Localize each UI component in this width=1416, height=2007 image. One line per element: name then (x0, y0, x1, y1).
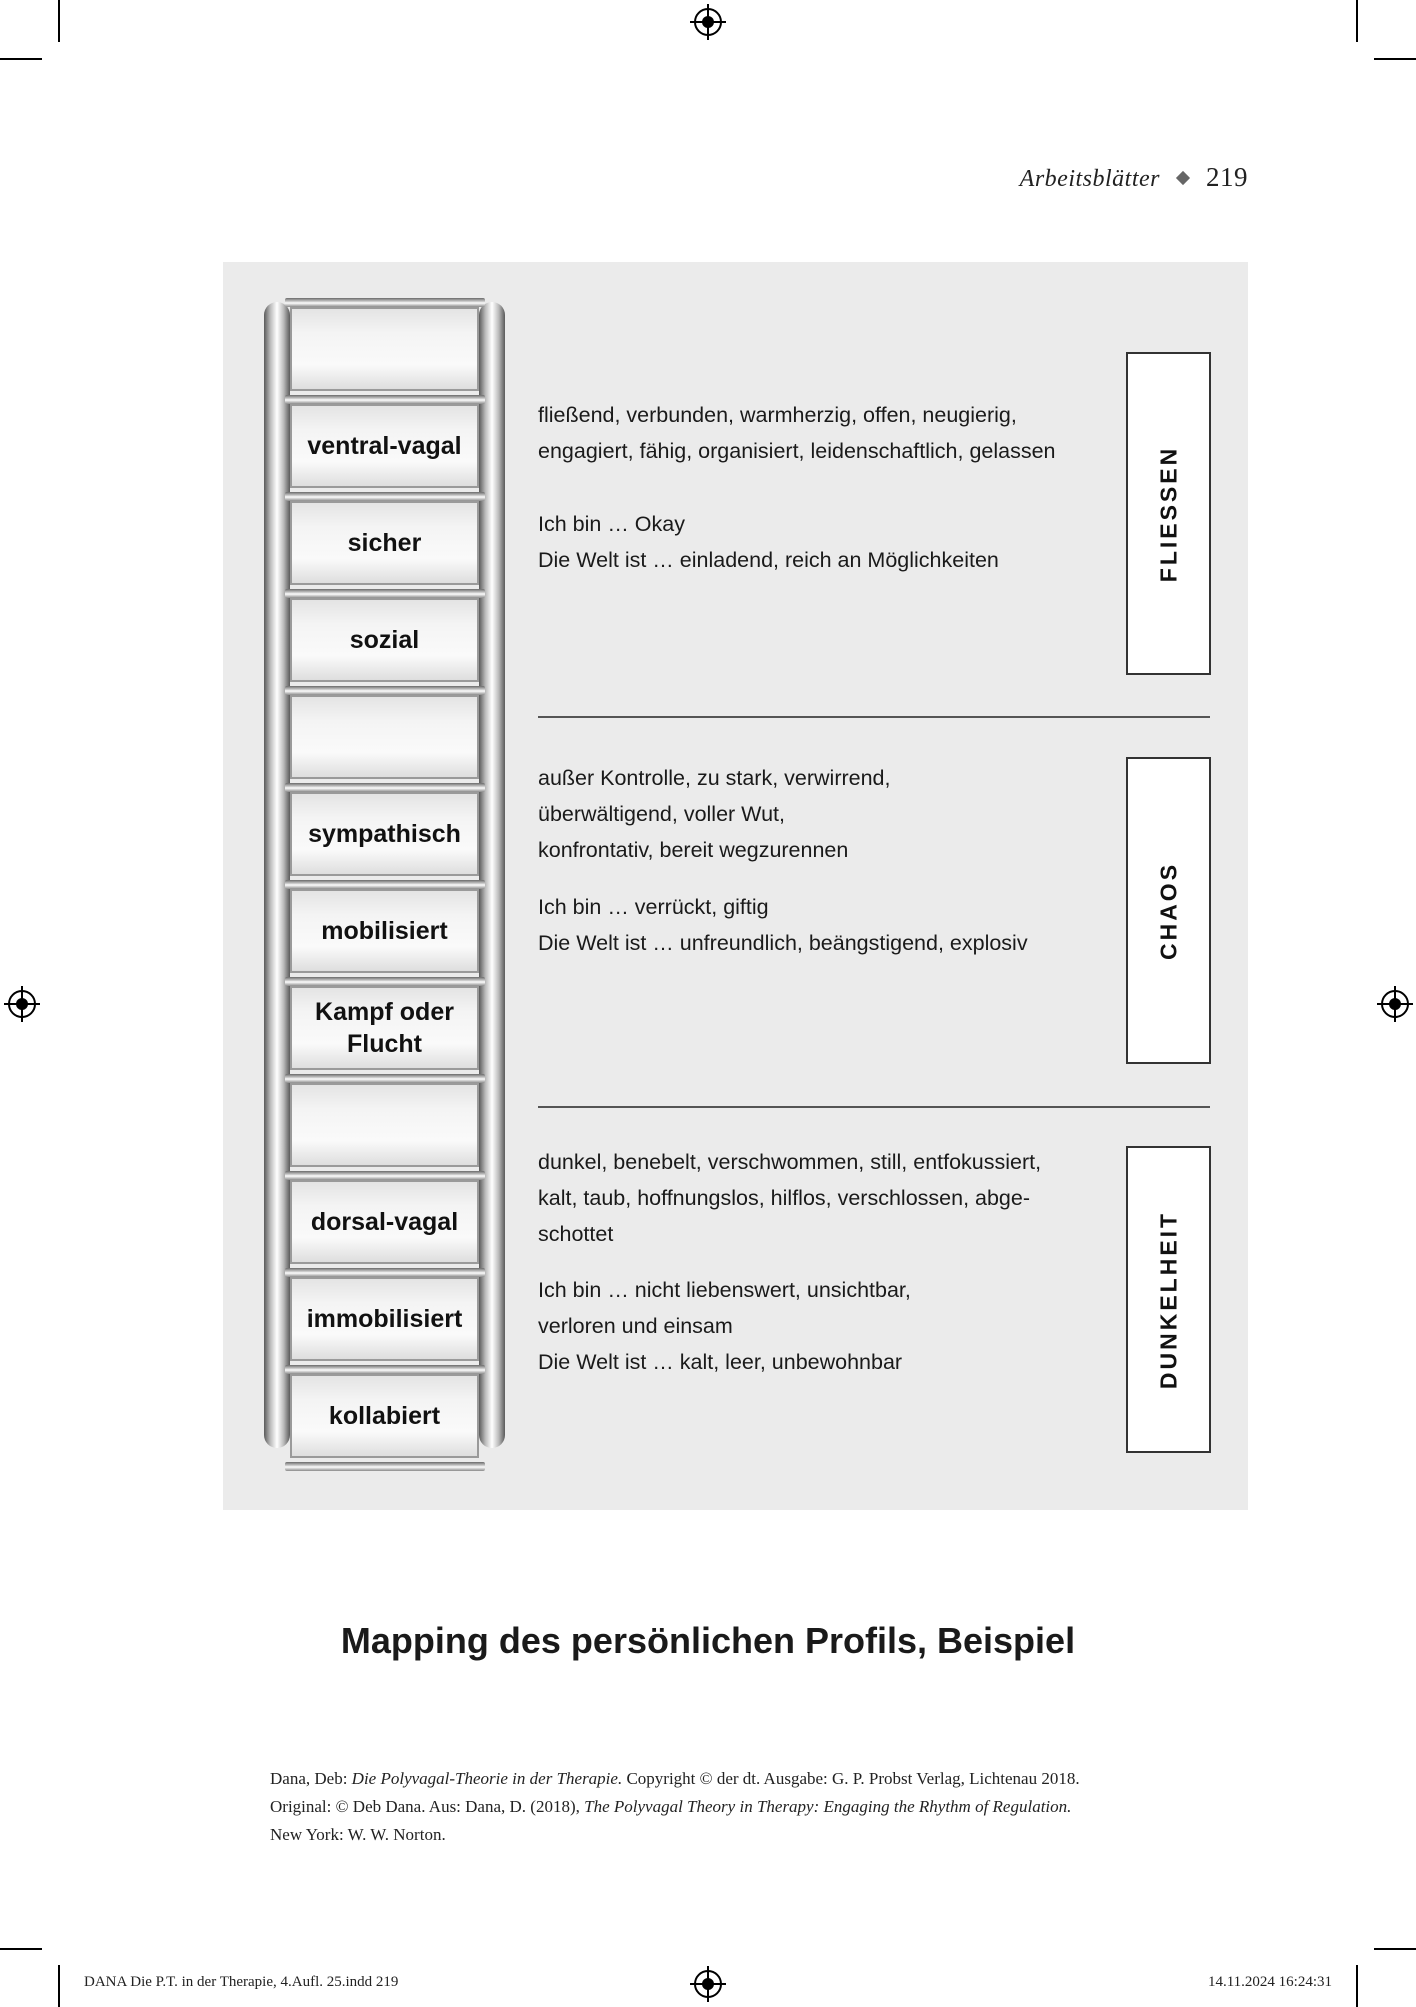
running-header: Arbeitsblätter 219 (1020, 162, 1248, 193)
state-box-fliessen: FLIESSEN (1126, 352, 1211, 675)
ladder-step: dorsal-vagal (290, 1180, 479, 1264)
registration-mark-icon (690, 4, 726, 40)
registration-mark-icon (690, 1966, 726, 2002)
crop-mark (0, 1948, 42, 1950)
feelings-line: konfrontativ, bereit wegzurennen (538, 838, 849, 862)
ladder-step: sympathisch (290, 792, 479, 876)
credits: Dana, Deb: Die Polyvagal-Theorie in der … (270, 1765, 1230, 1849)
state-label: FLIESSEN (1155, 445, 1181, 582)
crop-mark (58, 0, 60, 42)
ladder-step: sozial (290, 598, 479, 682)
section-chaos-text: außer Kontrolle, zu stark, verwirrend, ü… (538, 760, 1078, 961)
crop-mark (1374, 58, 1416, 60)
state-box-dunkelheit: DUNKELHEIT (1126, 1146, 1211, 1453)
credits-text: New York: W. W. Norton. (270, 1825, 446, 1844)
running-header-section: Arbeitsblätter (1019, 166, 1160, 192)
ladder-rung (285, 1171, 485, 1180)
state-label: DUNKELHEIT (1155, 1210, 1181, 1389)
registration-mark-icon (4, 986, 40, 1022)
crop-mark (0, 58, 42, 60)
ladder-step: sicher (290, 501, 479, 585)
ladder-step-label: Kampf oder Flucht (315, 998, 454, 1058)
ladder-rung (285, 492, 485, 501)
slug-left: DANA Die P.T. in der Therapie, 4.Aufl. 2… (84, 1974, 399, 1990)
state-box-chaos: CHAOS (1126, 757, 1211, 1064)
ladder-step: kollabiert (290, 1374, 479, 1458)
statement-line: Die Welt ist … einladend, reich an Mögli… (538, 548, 999, 572)
ladder-step-label: sympathisch (308, 820, 461, 848)
section-fliessen-text: fließend, verbunden, warmherzig, offen, … (538, 397, 1078, 578)
registration-mark-icon (1377, 986, 1413, 1022)
feelings-line: überwältigend, voller Wut, (538, 802, 785, 826)
crop-mark (58, 1965, 60, 2007)
ladder-step-label: ventral-vagal (307, 432, 462, 460)
credits-title: Die Polyvagal-Theorie in der Therapie. (351, 1769, 623, 1788)
ladder-step-label: sozial (349, 626, 420, 654)
crop-mark (1374, 1948, 1416, 1950)
section-dunkelheit-text: dunkel, benebelt, verschwommen, still, e… (538, 1144, 1078, 1380)
statement-line: Die Welt ist … unfreundlich, beängstigen… (538, 931, 1028, 955)
credits-text: Copyright © der dt. Ausgabe: G. P. Probs… (622, 1769, 1080, 1788)
ladder-rung (285, 686, 485, 695)
slug-right: 14.11.2024 16:24:31 (1207, 1974, 1332, 1990)
page-number: 219 (1206, 162, 1248, 192)
ladder-step: immobilisiert (290, 1277, 479, 1361)
feelings-line: engagiert, fähig, organisiert, leidensch… (538, 439, 1056, 463)
state-label: CHAOS (1155, 861, 1181, 960)
ladder-rung (285, 977, 485, 986)
credits-title: The Polyvagal Theory in Therapy: Engagin… (584, 1797, 1072, 1816)
ladder-rung (285, 1462, 485, 1471)
feelings-line: schottet (538, 1222, 614, 1246)
ladder-step-label: immobilisiert (306, 1305, 463, 1333)
ladder-step: ventral-vagal (290, 404, 479, 488)
diamond-icon (1175, 170, 1191, 186)
ladder-rung (285, 589, 485, 598)
ladder-step-label: kollabiert (328, 1402, 441, 1430)
ladder-rung (285, 1365, 485, 1374)
feelings-line: dunkel, benebelt, verschwommen, still, e… (538, 1150, 1042, 1174)
credits-text: Original: © Deb Dana. Aus: Dana, D. (201… (270, 1797, 585, 1816)
ladder-step (290, 307, 479, 391)
section-divider (538, 1106, 1210, 1108)
ladder-rung (285, 395, 485, 404)
statement-line: Die Welt ist … kalt, leer, unbewohnbar (538, 1350, 903, 1374)
ladder-rung (285, 1268, 485, 1277)
ladder-step-label: mobilisiert (321, 917, 448, 945)
ladder-step-label: dorsal-vagal (310, 1208, 459, 1236)
credits-text: Dana, Deb: (270, 1769, 352, 1788)
ladder-rung (285, 298, 485, 307)
ladder-step-label: sicher (347, 529, 422, 557)
statement-line: Ich bin … verrückt, giftig (538, 895, 769, 919)
statement-line: verloren und einsam (538, 1314, 733, 1338)
figure-caption: Mapping des persönlichen Profils, Beispi… (340, 1620, 1076, 1661)
crop-mark (1356, 1965, 1358, 2007)
statement-line: Ich bin … Okay (538, 512, 685, 536)
ladder-rung (285, 880, 485, 889)
feelings-line: außer Kontrolle, zu stark, verwirrend, (538, 766, 891, 790)
ladder-rung (285, 1074, 485, 1083)
ladder-step (290, 1083, 479, 1167)
crop-mark (1356, 0, 1358, 42)
ladder-step (290, 695, 479, 779)
ladder-rung (285, 783, 485, 792)
ladder-step: mobilisiert (290, 889, 479, 973)
statement-line: Ich bin … nicht liebenswert, unsichtbar, (538, 1278, 911, 1302)
feelings-line: fließend, verbunden, warmherzig, offen, … (538, 403, 1017, 427)
section-divider (538, 716, 1210, 718)
ladder-step: Kampf oder Flucht (290, 986, 479, 1070)
feelings-line: kalt, taub, hoffnungslos, hilflos, versc… (538, 1186, 1031, 1210)
